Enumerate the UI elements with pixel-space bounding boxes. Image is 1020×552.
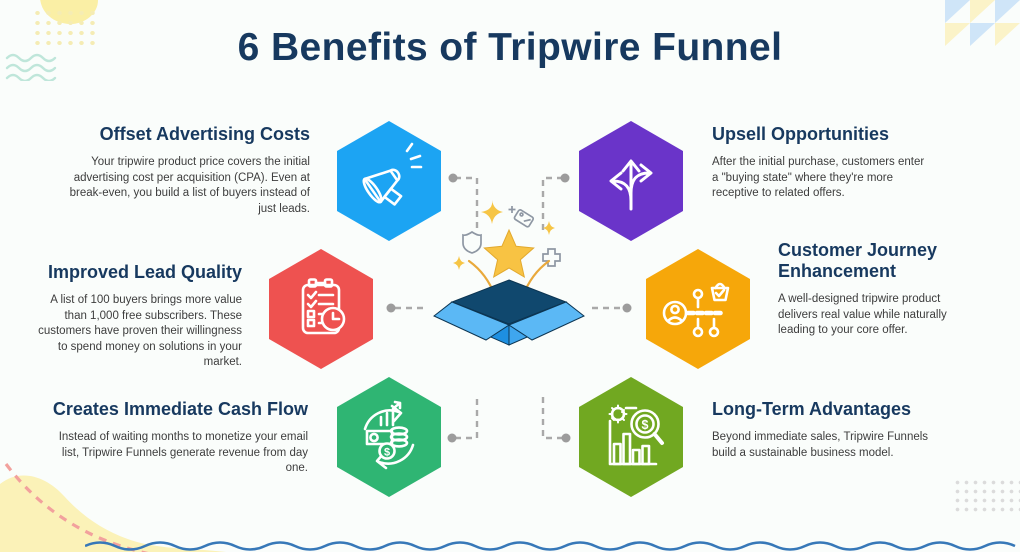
hexagon-branching-arrows: [579, 121, 683, 241]
benefit-long-term-advantages: Long-Term Advantages Beyond immediate sa…: [712, 399, 934, 461]
burst-lines: [467, 259, 551, 298]
customer-journey-icon: [662, 282, 730, 338]
bottom-wave-decoration: [85, 541, 1016, 551]
plus-icon: [542, 248, 561, 267]
benefit-heading: Long-Term Advantages: [712, 399, 912, 419]
analytics-magnifier-icon: $: [608, 404, 664, 466]
benefit-heading: Upsell Opportunities: [712, 124, 890, 144]
doodle-icons: [462, 206, 561, 267]
svg-text:$: $: [384, 447, 390, 459]
hexagon-megaphone: [337, 121, 441, 241]
benefit-heading: Improved Lead Quality: [47, 262, 242, 282]
benefit-body: Beyond immediate sales, Tripwire Funnels…: [712, 431, 929, 459]
benefit-upsell-opportunities: Upsell Opportunities After the initial p…: [712, 124, 926, 202]
hexagon-analytics-magnifier: $: [579, 377, 683, 497]
gray-dots-grid: [953, 478, 1020, 512]
branching-arrows-icon: [609, 159, 653, 211]
hexagon-checklist-clock: [269, 249, 373, 369]
benefit-heading: Offset Advertising Costs: [99, 124, 310, 144]
shield-icon: [462, 230, 482, 254]
benefit-creates-immediate-cash-flow: Creates Immediate Cash Flow Instead of w…: [40, 399, 308, 477]
megaphone-icon: [362, 142, 423, 206]
pink-dashed-curve: [4, 463, 149, 552]
svg-text:$: $: [642, 418, 649, 432]
benefit-customer-journey-enhancement: Customer Journey Enhancement A well-desi…: [778, 240, 964, 339]
price-tag-icon: [513, 209, 535, 228]
benefit-body: A well-designed tripwire product deliver…: [778, 293, 947, 336]
benefit-body: Your tripwire product price covers the i…: [69, 156, 310, 215]
benefit-body: After the initial purchase, customers en…: [712, 156, 925, 199]
small-plus-icon: [508, 206, 516, 213]
benefit-body: A list of 100 buyers brings more value t…: [38, 294, 242, 368]
star-icon: [483, 228, 535, 279]
benefit-heading: Customer Journey Enhancement: [778, 240, 938, 281]
hexagon-cash-flow: $: [337, 377, 441, 497]
benefit-improved-lead-quality: Improved Lead Quality A list of 100 buye…: [28, 262, 242, 371]
benefit-body: Instead of waiting months to monetize yo…: [58, 431, 308, 474]
benefit-offset-advertising-costs: Offset Advertising Costs Your tripwire p…: [56, 124, 310, 217]
benefit-heading: Creates Immediate Cash Flow: [52, 399, 308, 419]
hexagon-customer-journey: [646, 249, 750, 369]
checklist-clock-icon: [301, 278, 346, 335]
gift-box-icon: [433, 279, 585, 346]
sparkles: [453, 200, 555, 270]
page-title: 6 Benefits of Tripwire Funnel: [237, 26, 783, 69]
cash-flow-icon: $: [363, 400, 415, 470]
yellow-blob-decoration: [40, 0, 98, 24]
